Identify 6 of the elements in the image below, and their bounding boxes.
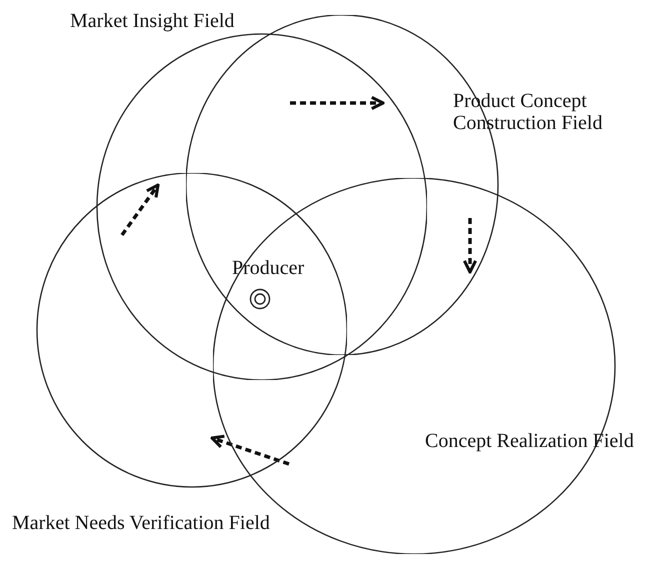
dashed-arrow [290, 96, 385, 110]
field-label: Market Needs Verification Field [12, 512, 270, 534]
dashed-arrow [462, 218, 478, 274]
dashed-arrow [120, 183, 160, 236]
field-label: Market Insight Field [70, 10, 234, 32]
dashed-arrow [210, 434, 290, 466]
